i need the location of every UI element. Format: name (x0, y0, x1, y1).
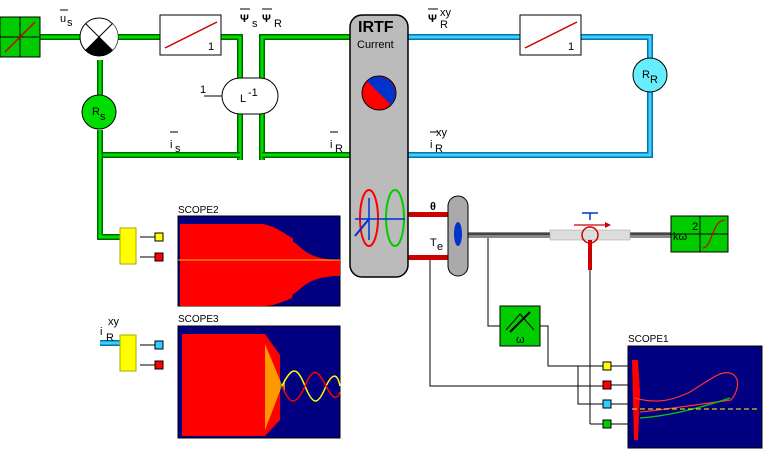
load-block[interactable]: kω 2 (670, 215, 729, 253)
scope1[interactable] (627, 345, 763, 449)
svg-text:R: R (440, 19, 448, 31)
torque-sensor[interactable] (574, 212, 611, 244)
rotor-disk[interactable] (447, 195, 469, 277)
scope3-input-label: i xy R (100, 316, 120, 344)
svg-text:R: R (650, 74, 658, 86)
svg-text:s: s (67, 17, 73, 29)
svg-text:L: L (240, 93, 246, 105)
svg-text:Current: Current (357, 39, 394, 51)
rotor-wires (100, 34, 653, 346)
svg-text:IRTF: IRTF (358, 19, 394, 36)
scope2-title: SCOPE2 (178, 205, 219, 216)
svg-text:u: u (60, 13, 66, 25)
svg-text:xy: xy (440, 7, 452, 19)
current-labels: i s i R i xy R (170, 127, 448, 155)
svg-text:i: i (170, 139, 172, 151)
svg-text:Ψ: Ψ (262, 13, 271, 25)
svg-text:R: R (274, 18, 282, 30)
const-one: 1 (200, 84, 206, 96)
stator-wires (40, 34, 350, 240)
svg-text:ω: ω (516, 334, 525, 346)
svg-text:1: 1 (568, 41, 574, 53)
scope2[interactable] (177, 215, 341, 307)
svg-text:2: 2 (692, 221, 698, 233)
scope3-mux (119, 334, 164, 372)
rs-block[interactable]: R s (81, 94, 117, 130)
svg-text:i: i (100, 326, 102, 338)
svg-text:T: T (430, 237, 437, 249)
us-label: u s (60, 9, 73, 29)
svg-text:xy: xy (108, 316, 120, 328)
svg-text:s: s (100, 111, 106, 123)
psi-rxy-label: Ψ xy R (428, 7, 452, 31)
scope2-mux (119, 227, 164, 265)
svg-text:-1: -1 (248, 87, 258, 99)
svg-text:R: R (92, 106, 100, 118)
svg-text:s: s (252, 18, 258, 30)
rr-block[interactable]: R R (632, 57, 668, 93)
scope3[interactable] (177, 325, 341, 439)
omega-block[interactable]: ω (499, 305, 541, 347)
svg-text:R: R (642, 69, 650, 81)
svg-text:R: R (335, 143, 343, 155)
svg-text:R: R (435, 143, 443, 155)
svg-text:1: 1 (208, 41, 214, 53)
shaft (466, 229, 671, 241)
summer-block[interactable] (79, 17, 119, 57)
integrator-1[interactable]: 1 (159, 14, 222, 56)
svg-text:i: i (430, 139, 432, 151)
integrator-2[interactable]: 1 (519, 14, 582, 56)
svg-text:e: e (437, 241, 443, 253)
svg-text:kω: kω (673, 231, 688, 243)
te-label: T e (430, 237, 443, 253)
svg-text:s: s (175, 143, 181, 155)
svg-text:xy: xy (436, 127, 448, 139)
source-block[interactable] (0, 16, 41, 58)
theta-te-wires (408, 212, 592, 270)
theta-label: θ (430, 201, 436, 213)
svg-text:Ψ: Ψ (240, 13, 249, 25)
irtf-block[interactable]: IRTF Current (349, 14, 409, 278)
svg-text:Ψ: Ψ (428, 13, 437, 25)
scope3-title: SCOPE3 (178, 314, 219, 325)
svg-text:R: R (106, 332, 114, 344)
svg-text:i: i (330, 139, 332, 151)
scope1-mux (602, 361, 628, 429)
inverse-inductance-block[interactable]: L -1 (221, 77, 279, 115)
psi-labels: Ψ s Ψ R (240, 8, 282, 30)
scope1-title: SCOPE1 (628, 334, 669, 345)
